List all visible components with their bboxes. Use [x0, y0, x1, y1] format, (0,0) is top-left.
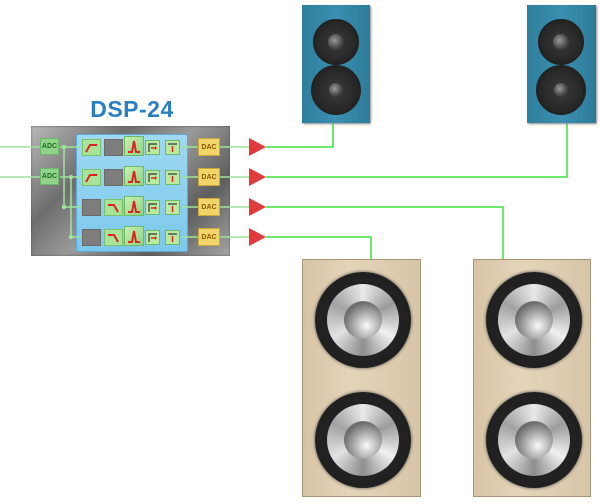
dac-block-2: DAC: [198, 168, 220, 186]
lowpass-filter-disabled-icon: [104, 169, 123, 186]
amplifier-icon-1: [249, 138, 266, 156]
amplifier-icon-2: [249, 168, 266, 186]
gain-icon: [165, 170, 180, 185]
gain-icon: [165, 230, 180, 245]
highpass-filter-icon: [82, 169, 101, 186]
parametric-eq-icon: [124, 136, 144, 156]
internal-bus: [60, 146, 250, 238]
gain-icon: [165, 200, 180, 215]
midwoofer-icon: [311, 65, 361, 115]
woofer-icon: [315, 272, 411, 368]
output-wire-3: [266, 206, 504, 259]
woofer-icon: [486, 272, 582, 368]
midwoofer-icon: [536, 65, 586, 115]
parametric-eq-icon: [124, 166, 144, 186]
output-wire-4: [266, 236, 372, 259]
woofer-icon: [315, 392, 411, 488]
parametric-eq-icon: [124, 196, 144, 216]
bus-junctions: [61, 144, 74, 240]
adc-block-2: ADC: [40, 168, 59, 185]
bottom-left-subwoofer: [302, 259, 421, 497]
woofer-icon: [486, 392, 582, 488]
tweeter-icon: [313, 19, 359, 65]
tweeter-icon: [538, 19, 584, 65]
bottom-right-subwoofer: [473, 259, 591, 497]
lowpass-filter-icon: [104, 229, 123, 246]
highpass-filter-icon: [82, 139, 101, 156]
top-left-speaker: [302, 5, 370, 123]
dac-block-1: DAC: [198, 138, 220, 156]
adc-block-1: ADC: [40, 138, 59, 155]
gain-icon: [165, 140, 180, 155]
dsp-title: DSP-24: [90, 96, 174, 122]
lowpass-filter-disabled-icon: [104, 139, 123, 156]
delay-icon: [145, 230, 160, 245]
output-wire-2: [266, 123, 568, 178]
highpass-filter-disabled-icon: [82, 199, 101, 216]
output-wire-1: [266, 123, 334, 148]
top-right-speaker: [527, 5, 596, 123]
parametric-eq-icon: [124, 226, 144, 246]
delay-icon: [145, 140, 160, 155]
amplifier-icon-4: [249, 228, 266, 246]
lowpass-filter-icon: [104, 199, 123, 216]
highpass-filter-disabled-icon: [82, 229, 101, 246]
amplifier-icon-3: [249, 198, 266, 216]
delay-icon: [145, 170, 160, 185]
delay-icon: [145, 200, 160, 215]
dac-block-4: DAC: [198, 228, 220, 246]
dac-block-3: DAC: [198, 198, 220, 216]
